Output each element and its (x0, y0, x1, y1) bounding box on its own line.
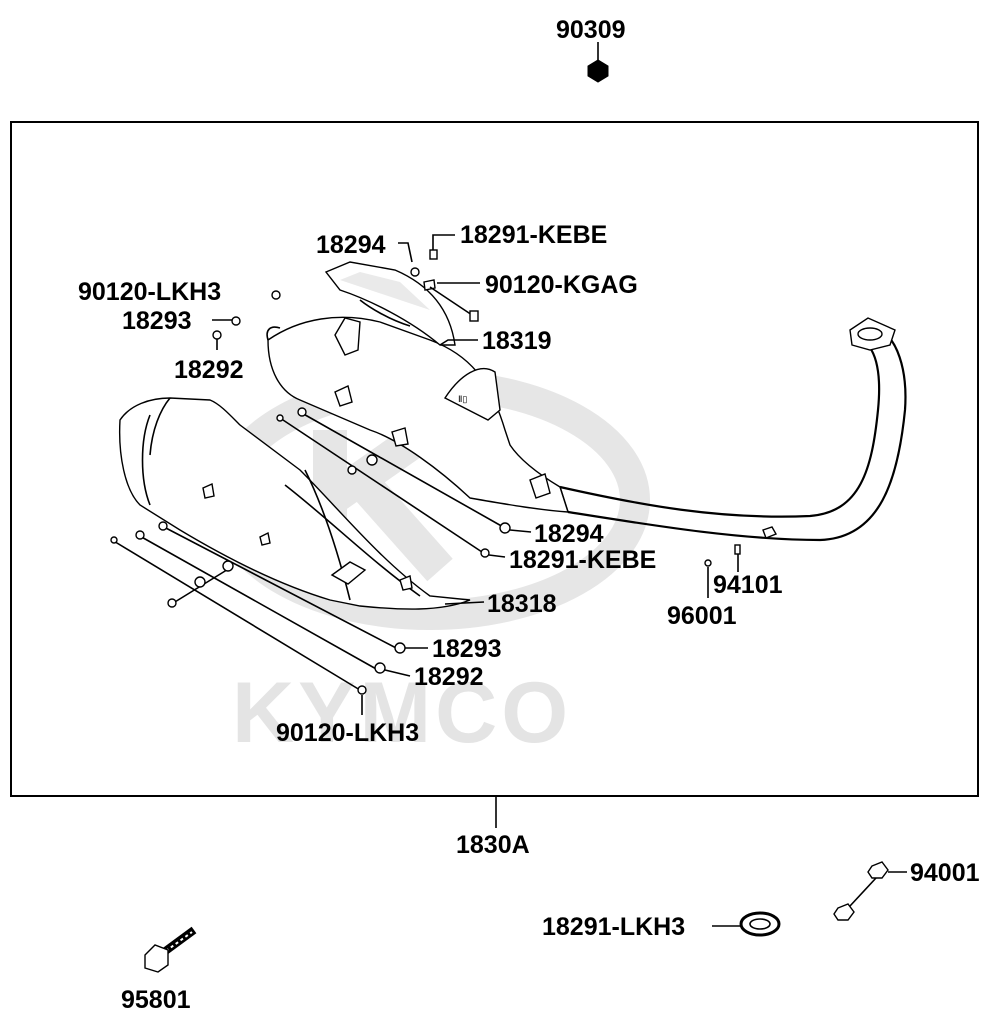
label-screw-left: 90120-LKH3 (78, 278, 221, 306)
screw-left-part (271, 290, 281, 300)
washer-top-part (410, 267, 420, 277)
label-washer-lower-a: 18293 (432, 635, 502, 663)
assembly-frame (10, 121, 979, 797)
label-bracket-bolt-top: 18291-KEBE (460, 221, 607, 249)
label-nut-top: 90309 (556, 16, 626, 44)
label-washer-mid: 18294 (534, 520, 604, 548)
heat-shield-upper (324, 261, 456, 346)
label-heat-shield-upper: 18319 (482, 327, 552, 355)
nut-top-part (587, 59, 609, 83)
label-screw-lower: 90120-LKH3 (276, 719, 419, 747)
label-washer-left-a: 18293 (122, 307, 192, 335)
mounting-bands (111, 411, 506, 691)
washer-lower-b3 (374, 662, 386, 674)
label-assembly: 1830A (456, 831, 530, 859)
washer-left-a-part (231, 316, 241, 326)
washer-lower-a3 (394, 642, 406, 654)
label-washer-lower-b: 18292 (414, 663, 484, 691)
washer-lower-a1 (158, 521, 168, 531)
part-labels: 90309 18291-KEBE 18294 90120-KGAG 18319 … (78, 16, 980, 1014)
label-nut-right: 94001 (910, 859, 980, 887)
stud-part (734, 544, 741, 555)
leader-lines (212, 42, 907, 927)
label-stud: 94101 (713, 571, 783, 599)
bracket-part (469, 310, 479, 322)
hardware (110, 249, 741, 695)
silencer-body (118, 397, 471, 610)
washer-mid-b (366, 454, 378, 466)
loose-parts (144, 59, 889, 973)
screw-top-part (423, 279, 436, 291)
nut-right-b (833, 903, 855, 921)
bolt-mid-b (347, 465, 357, 475)
washer-lower-b2 (194, 576, 206, 588)
flange-bolt-part (144, 926, 197, 973)
label-flange-bolt: 95801 (121, 986, 191, 1014)
bolt-mid-a (276, 414, 284, 422)
washer-lower-b1 (135, 530, 145, 540)
header-pipe (547, 317, 907, 542)
label-heat-shield-lower: 18318 (487, 590, 557, 618)
svg-text:Ⅱ▯: Ⅱ▯ (458, 394, 467, 404)
label-exhaust-gasket: 18291-LKH3 (542, 913, 685, 941)
label-bracket-washer-top: 18294 (316, 231, 386, 259)
screw-lower-3 (357, 685, 367, 695)
bolt-top-part (429, 249, 438, 260)
label-washer-left-b: 18292 (174, 356, 244, 384)
label-bracket-screw-top: 90120-KGAG (485, 271, 638, 299)
screw-lower-1 (110, 536, 118, 544)
label-gasket-small: 96001 (667, 602, 737, 630)
gasket-small-part (704, 559, 712, 567)
washer-mid-a (297, 407, 307, 417)
bolt-mid-c (480, 548, 490, 558)
nut-right-a (867, 861, 889, 879)
washer-lower-a2 (222, 560, 234, 572)
screw-lower-2 (167, 598, 177, 608)
washer-left-b-part (212, 330, 222, 340)
label-bolt-mid: 18291-KEBE (509, 546, 656, 574)
washer-mid-c (499, 522, 511, 534)
watermark-text: KYMCO (232, 665, 572, 761)
muffler-upper-body: Ⅱ▯ (266, 316, 569, 513)
exhaust-gasket-part (739, 911, 781, 937)
